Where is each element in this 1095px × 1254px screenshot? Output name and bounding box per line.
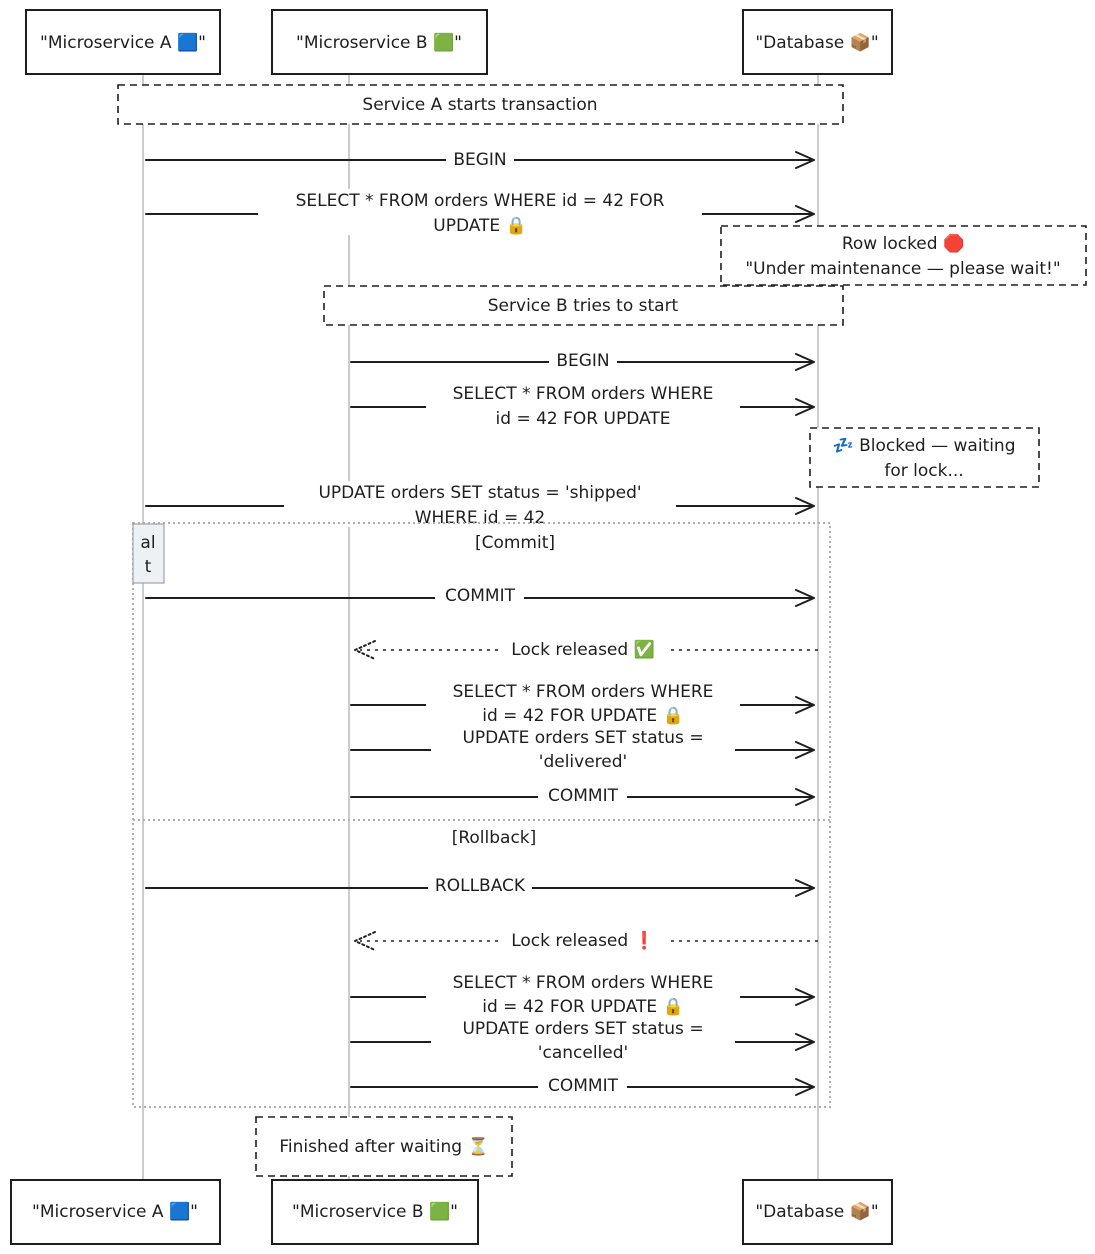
message-b-update-delivered: UPDATE orders SET status = 'delivered' <box>350 726 815 772</box>
message-b-select-blocked: SELECT * FROM orders WHERE id = 42 FOR U… <box>350 382 815 429</box>
message-label: UPDATE orders SET status = <box>462 728 703 748</box>
participant-label: "Database 📦" <box>755 32 878 53</box>
arrow-head-icon <box>795 696 815 714</box>
note-text: for lock... <box>884 461 963 481</box>
message-label: 'delivered' <box>539 752 627 772</box>
message-b-select-commit-branch: SELECT * FROM orders WHERE id = 42 FOR U… <box>350 680 815 726</box>
arrow-head-icon <box>795 788 815 806</box>
arrow-head-icon <box>795 988 815 1006</box>
note-service-a-starts: Service A starts transaction <box>117 84 844 125</box>
message-lock-released-ok: Lock released ✅ <box>354 638 818 660</box>
message-a-begin: BEGIN <box>145 149 815 170</box>
arrow-head-icon <box>354 640 376 660</box>
participant-label: "Microservice A 🟦" <box>40 32 206 53</box>
participant-database-bottom: "Database 📦" <box>742 1179 893 1245</box>
message-label: Lock released ❗ <box>511 930 655 951</box>
message-label: UPDATE 🔒 <box>433 216 527 236</box>
arrow-head-icon <box>795 398 815 416</box>
message-lock-released-rollback: Lock released ❗ <box>354 929 818 951</box>
alt-condition-rollback: [Rollback] <box>452 828 537 848</box>
participant-microservice-a-top: "Microservice A 🟦" <box>25 9 221 75</box>
message-label: SELECT * FROM orders WHERE <box>453 682 714 702</box>
note-text: 💤 Blocked — waiting <box>833 436 1016 456</box>
note-text: Row locked 🛑 <box>842 233 964 254</box>
message-label: id = 42 FOR UPDATE <box>496 409 671 429</box>
message-label: SELECT * FROM orders WHERE <box>453 384 714 404</box>
message-label: SELECT * FROM orders WHERE <box>453 973 714 993</box>
note-service-b-tries: Service B tries to start <box>323 285 844 326</box>
alt-condition-commit: [Commit] <box>475 533 555 553</box>
arrow-head-icon <box>795 353 815 371</box>
participant-label: "Microservice A 🟦" <box>32 1201 198 1222</box>
message-label: 'cancelled' <box>538 1043 628 1063</box>
message-label: id = 42 FOR UPDATE 🔒 <box>482 706 683 726</box>
participant-microservice-a-bottom: "Microservice A 🟦" <box>10 1179 221 1245</box>
message-a-commit: COMMIT <box>145 586 815 607</box>
arrow-head-icon <box>795 879 815 897</box>
alt-tag-label: al <box>140 533 155 553</box>
message-label: COMMIT <box>548 1076 619 1096</box>
note-row-locked: Row locked 🛑 "Under maintenance — please… <box>720 225 1087 286</box>
participant-label: "Microservice B 🟩" <box>292 1201 458 1222</box>
arrow-head-icon <box>795 151 815 169</box>
alt-tag-label: t <box>145 557 152 577</box>
message-label: COMMIT <box>548 786 619 806</box>
message-label: UPDATE orders SET status = <box>462 1019 703 1039</box>
message-label: ROLLBACK <box>435 876 526 896</box>
message-label: BEGIN <box>453 150 506 170</box>
alt-tag <box>132 523 165 584</box>
message-label: SELECT * FROM orders WHERE id = 42 FOR <box>296 191 665 211</box>
participant-database-top: "Database 📦" <box>742 9 893 75</box>
message-label: BEGIN <box>556 351 609 371</box>
arrow-head-icon <box>354 931 376 951</box>
arrow-head-icon <box>795 497 815 515</box>
arrow-head-icon <box>795 205 815 223</box>
arrow-head-icon <box>795 741 815 759</box>
message-b-begin: BEGIN <box>350 351 815 371</box>
participant-label: "Microservice B 🟩" <box>296 32 462 53</box>
note-text: Service B tries to start <box>488 296 679 316</box>
note-text: "Under maintenance — please wait!" <box>745 259 1060 279</box>
message-a-update-shipped: UPDATE orders SET status = 'shipped' WHE… <box>145 481 815 528</box>
message-label: COMMIT <box>445 586 516 606</box>
message-a-select-for-update: SELECT * FROM orders WHERE id = 42 FOR U… <box>145 189 815 236</box>
message-b-select-rollback-branch: SELECT * FROM orders WHERE id = 42 FOR U… <box>350 971 815 1017</box>
note-finished-after-waiting: Finished after waiting ⏳ <box>255 1116 513 1177</box>
message-label: WHERE id = 42 <box>415 508 546 528</box>
message-label: Lock released ✅ <box>511 639 655 660</box>
message-label: UPDATE orders SET status = 'shipped' <box>318 483 641 503</box>
message-b-update-cancelled: UPDATE orders SET status = 'cancelled' <box>350 1017 815 1063</box>
note-text: Service A starts transaction <box>362 95 597 115</box>
alt-fragment: al t [Commit] [Rollback] <box>132 522 831 1108</box>
participant-microservice-b-top: "Microservice B 🟩" <box>271 9 488 75</box>
arrow-head-icon <box>795 1033 815 1051</box>
message-b-commit-rollback-branch: COMMIT <box>350 1076 815 1096</box>
message-label: id = 42 FOR UPDATE 🔒 <box>482 997 683 1017</box>
participant-label: "Database 📦" <box>755 1201 878 1222</box>
arrow-head-icon <box>795 589 815 607</box>
message-a-rollback: ROLLBACK <box>145 876 815 898</box>
message-b-commit-commit-branch: COMMIT <box>350 786 815 806</box>
note-blocked-waiting: 💤 Blocked — waiting for lock... <box>809 427 1040 488</box>
note-text: Finished after waiting ⏳ <box>279 1136 488 1157</box>
participant-microservice-b-bottom: "Microservice B 🟩" <box>271 1179 479 1245</box>
arrow-head-icon <box>795 1078 815 1096</box>
